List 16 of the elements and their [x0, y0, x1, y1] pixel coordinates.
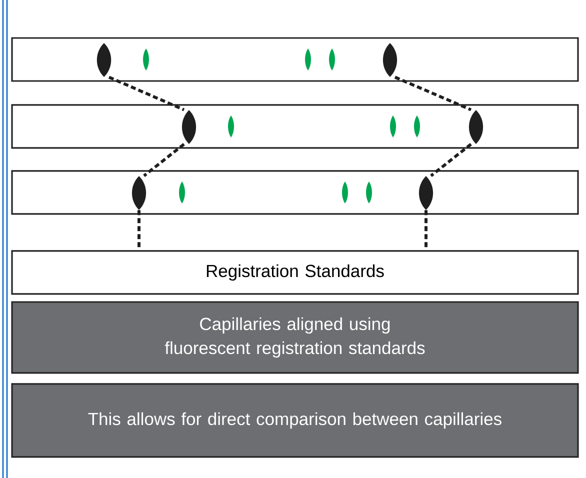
- capillary: [11, 170, 579, 215]
- capillary: [11, 37, 579, 82]
- standard-band: [468, 110, 484, 144]
- label-box: Registration Standards: [11, 250, 579, 295]
- standard-band: [418, 176, 434, 210]
- text-box: Capillaries aligned using fluorescent registration standards: [11, 301, 579, 374]
- standard-band: [182, 110, 196, 144]
- standard-band: [96, 43, 112, 77]
- standard-band: [382, 43, 398, 77]
- dashed-line: [394, 76, 472, 112]
- text-box: This allows for direct comparison between capillaries: [11, 383, 579, 458]
- dashed-line: [108, 76, 185, 112]
- capillary: [11, 104, 579, 149]
- dashed-line: [143, 143, 185, 177]
- standard-band: [132, 176, 146, 210]
- dashed-line: [430, 143, 472, 177]
